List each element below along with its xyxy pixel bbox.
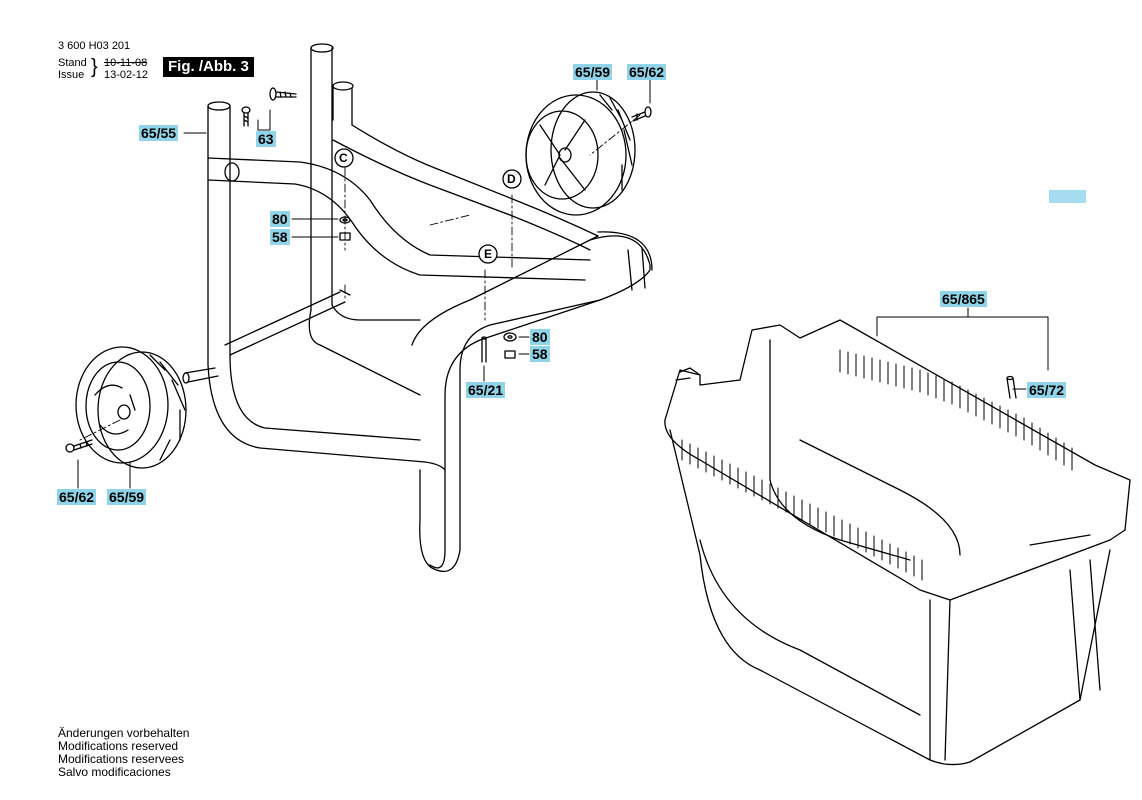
callout-wheel-left: 65/59 xyxy=(107,489,147,505)
bolt-marker-c: C xyxy=(339,151,348,165)
frame-vertical-tubes xyxy=(207,43,354,366)
color-swatch xyxy=(1049,190,1086,203)
pin-65-21 xyxy=(481,336,487,363)
callout-wheel-right: 65/59 xyxy=(573,64,613,80)
bolt-marker-e: E xyxy=(484,247,493,261)
footer-line-es: Salvo modificaciones xyxy=(58,765,171,779)
callout-nut-lower: 58 xyxy=(530,346,550,362)
screw-right xyxy=(631,106,652,122)
date-brace: } xyxy=(91,56,98,78)
stand-date: 10-11-08 xyxy=(104,57,148,69)
footer-line-fr: Modifications reservees xyxy=(58,752,185,766)
callout-bag: 65/865 xyxy=(940,291,987,307)
collection-bag xyxy=(664,319,1131,766)
callout-pin: 65/21 xyxy=(466,382,506,398)
screw-63-a xyxy=(241,106,251,127)
bolt-marker-d: D xyxy=(507,172,516,186)
screw-left xyxy=(65,439,93,453)
callout-bag-pin: 65/72 xyxy=(1027,382,1067,398)
callout-screws: 63 xyxy=(256,131,276,147)
wheel-left xyxy=(75,346,187,469)
callout-washer-upper: 80 xyxy=(270,211,290,227)
callout-nut-upper: 58 xyxy=(270,229,290,245)
bag-vents-upper xyxy=(839,349,1073,471)
footer-line-de: Änderungen vorbehalten xyxy=(58,726,190,740)
stand-label: Stand xyxy=(58,57,87,69)
washer-nut-upper xyxy=(339,216,351,241)
doc-number: 3 600 H03 201 xyxy=(58,40,131,52)
frame-bottom xyxy=(182,289,446,471)
alignment-lines xyxy=(79,114,641,441)
callout-screw-left: 65/62 xyxy=(57,489,97,505)
issue-label: Issue xyxy=(58,69,85,81)
callout-screw-right: 65/62 xyxy=(627,64,667,80)
callout-washer-lower: 80 xyxy=(530,329,550,345)
issue-date: 13-02-12 xyxy=(104,69,149,81)
frame-top-loop xyxy=(207,124,599,281)
wheel-right xyxy=(525,91,636,216)
figure-title: Fig. /Abb. 3 xyxy=(163,57,254,77)
callout-frame-tube: 65/55 xyxy=(139,125,179,141)
frame-front-loop xyxy=(411,231,653,573)
washer-nut-lower xyxy=(503,332,517,359)
footer-line-en: Modifications reserved xyxy=(58,739,179,753)
leader-lines xyxy=(77,79,1049,489)
screw-63-b xyxy=(269,87,297,101)
bag-vents-lower xyxy=(681,439,923,581)
